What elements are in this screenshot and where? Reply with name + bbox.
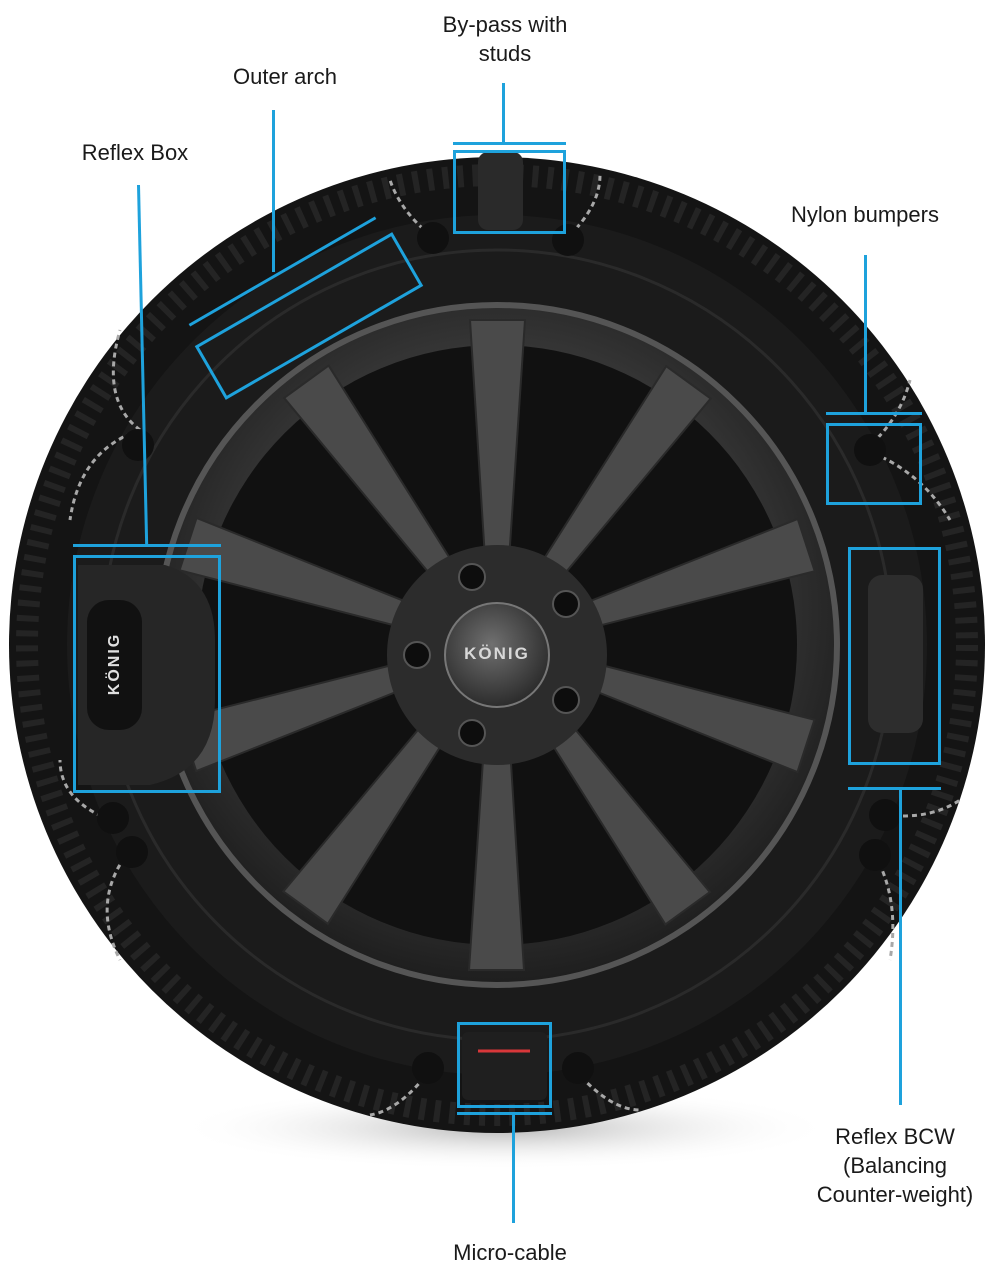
reflex-bcw-label-line2: (Balancing: [843, 1153, 947, 1178]
nylon-bumpers-label: Nylon bumpers: [791, 202, 939, 227]
reflex-bcw-label-line3: Counter-weight): [816, 1182, 974, 1207]
bypass-label-line2: studs: [478, 41, 532, 66]
outer-arch-label: Outer arch: [233, 64, 337, 89]
micro-cable-block: [462, 1032, 547, 1100]
reflex-box-callout-box: [73, 555, 221, 793]
center-cap: [444, 602, 550, 708]
bypass-label: By-pass with studs: [405, 10, 605, 68]
reflex-bcw-block: [868, 575, 923, 733]
hub-logo: KÖNIG: [464, 644, 530, 663]
reflex-bcw-label: Reflex BCW (Balancing Counter-weight): [795, 1122, 995, 1209]
nylon-bumpers-callout-bar: [826, 412, 922, 415]
micro-cable-leader: [512, 1113, 515, 1223]
bypass-stud-block: [478, 152, 523, 230]
tire-tread-ring: [16, 164, 978, 1126]
bypass-label-line1: By-pass with: [442, 12, 568, 37]
nylon-bumpers-leader: [864, 255, 867, 413]
reflex-box-callout-bar: [73, 544, 221, 547]
micro-cable-callout-box: [457, 1022, 552, 1108]
reflex-bcw-callout-box: [848, 547, 941, 765]
reflex-box-label: Reflex Box: [81, 140, 189, 165]
lug-nuts: [403, 563, 580, 747]
spokes: [177, 319, 817, 971]
bypass-leader: [502, 83, 505, 143]
bypass-callout-bar: [453, 142, 566, 145]
reflex-box-badge: [87, 600, 142, 730]
reflex-bcw-leader: [899, 788, 902, 1105]
micro-cable-label: Micro-cable: [453, 1240, 567, 1265]
reflex-bcw-callout-bar: [848, 787, 941, 790]
micro-cable-callout-bar: [457, 1112, 552, 1115]
bypass-callout-box: [453, 150, 566, 234]
outer-arch-leader: [272, 110, 275, 272]
reflex-bcw-label-line1: Reflex BCW: [835, 1124, 955, 1149]
nylon-bumpers-callout-box: [826, 423, 922, 505]
